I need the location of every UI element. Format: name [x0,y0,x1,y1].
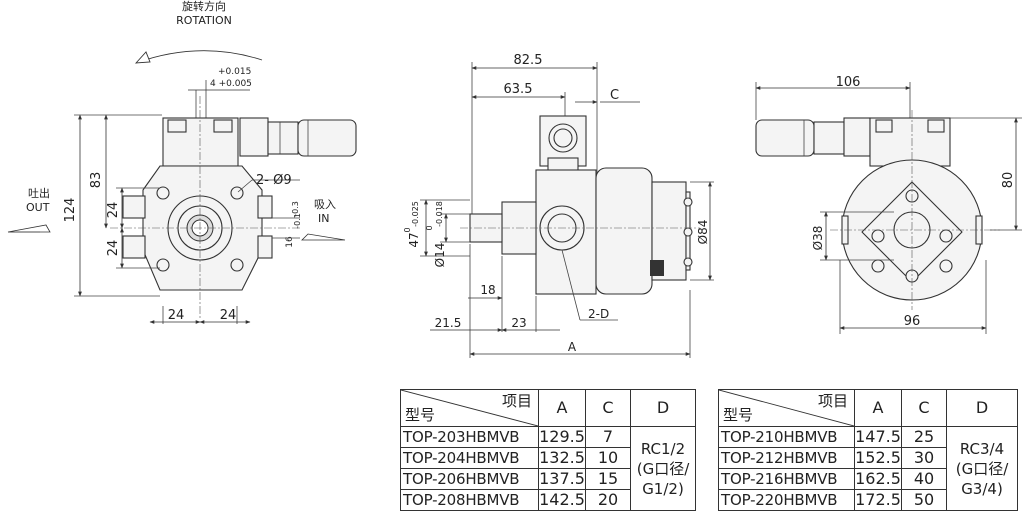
table-left-d-cell: RC1/2 (G口径/ G1/2) [630,426,696,511]
table-cell-c: 7 [585,426,631,448]
table-left-d-line1: RC1/2 [640,439,686,458]
table-row: TOP-210HBMVB 147.5 25 RC3/4 (G口径/ G3/4) [718,426,1018,511]
dim-16-tol-1: -0.1 [293,213,302,229]
dim-47: 47 [407,232,421,247]
table-left-d-line3: G1/2) [642,479,684,498]
table-left-header-item: 项目 [501,392,532,410]
rear-view: 106 80 Ø38 96 [755,75,1022,334]
dim-14-tol-lower: -0.018 [435,201,444,227]
table-right-col-a: A [854,389,902,427]
table-cell-c: 10 [585,447,631,469]
table-right-d-line1: RC3/4 [959,439,1005,458]
table-cell-a: 162.5 [854,468,902,490]
table-cell-model: TOP-220HBMVB [718,489,855,511]
dim-23: 23 [511,316,526,330]
table-row: TOP-212HBMVB 152.5 30 [718,447,1018,469]
table-cell-c: 50 [901,489,947,511]
table-cell-model: TOP-206HBMVB [400,468,539,490]
dim-d14: Ø14 [433,243,447,268]
table-left-header-model: 型号 [405,406,436,424]
model-table-right: 项目 型号 A C D TOP-210HBMVB 147.5 25 RC3/4 … [718,389,1018,511]
table-cell-a: 142.5 [538,489,586,511]
dim-d84: Ø84 [696,220,710,245]
dim-106: 106 [836,75,861,90]
dim-a: A [568,340,577,354]
table-cell-model: TOP-210HBMVB [718,426,855,448]
dim-82-5: 82.5 [514,53,543,68]
dim-124: 124 [63,198,78,223]
table-cell-model: TOP-216HBMVB [718,468,855,490]
out-cn-label: 吐出 [28,186,50,200]
dim-14-tol-upper: 0 [425,225,434,230]
table-right-header-cell: 项目 型号 [718,389,855,427]
rotation-en-label: ROTATION [176,14,232,27]
rotation-cn-label: 旋转方向 [182,0,226,13]
table-left-col-c: C [585,389,631,427]
shaft-tol-upper: +0.015 [218,67,251,77]
model-table-left: 项目 型号 A C D TOP-203HBMVB 129.5 7 RC1/2 (… [400,389,696,511]
table-cell-c: 30 [901,447,947,469]
table-cell-model: TOP-204HBMVB [400,447,539,469]
dim-2-d: 2-D [588,307,609,321]
dim-96: 96 [904,314,921,329]
table-cell-a: 129.5 [538,426,586,448]
out-arrow-icon [7,224,51,233]
dim-47-tol-upper: 0 [403,227,412,232]
dim-21-5: 21.5 [435,316,462,330]
table-left-header-cell: 项目 型号 [400,389,539,427]
table-cell-a: 137.5 [538,468,586,490]
table-row: TOP-203HBMVB 129.5 7 RC1/2 (G口径/ G1/2) [400,426,696,511]
table-right-d-line2: (G口径/ [955,459,1009,478]
table-left-col-d: D [630,389,696,427]
front-view: 旋转方向 ROTATION +0.015 4 +0.005 [7,0,357,324]
table-right-col-c: C [901,389,947,427]
table-row: TOP-208HBMVB 142.5 20 [400,489,696,511]
table-row: TOP-204HBMVB 132.5 10 [400,447,696,469]
dim-d38: Ø38 [811,226,825,251]
table-cell-c: 15 [585,468,631,490]
dim-80: 80 [1001,172,1016,189]
in-arrow-icon [301,233,346,241]
table-row: TOP-220HBMVB 172.5 50 [718,489,1018,511]
rotation-arrowhead-icon [134,51,151,64]
table-row: TOP-216HBMVB 162.5 40 [718,468,1018,490]
out-en-label: OUT [26,201,50,214]
dim-c: C [610,88,619,103]
shaft-tol-lower: 4 +0.005 [210,79,252,89]
table-cell-c: 25 [901,426,947,448]
dim-24-upper: 24 [106,202,121,219]
rotation-arrow-icon [135,50,263,64]
dim-47-tol-lower: -0.025 [411,201,420,227]
table-left-d-line2: (G口径/ [636,459,690,478]
dim-18: 18 [480,283,495,297]
table-cell-a: 152.5 [854,447,902,469]
holes-2-d9: 2- Ø9 [256,173,292,188]
table-right-d-cell: RC3/4 (G口径/ G3/4) [946,426,1018,511]
dim-24-right: 24 [220,308,237,323]
dim-83: 83 [89,172,104,189]
dim-16: 16 [285,236,295,248]
table-cell-model: TOP-203HBMVB [400,426,539,448]
in-cn-label: 吸入 [314,198,336,211]
table-cell-model: TOP-208HBMVB [400,489,539,511]
dim-16-tol-2: -0.3 [291,201,300,217]
table-cell-model: TOP-212HBMVB [718,447,855,469]
table-right-col-d: D [946,389,1018,427]
side-view: 82.5 63.5 C 47 0 -0.025 [403,53,714,358]
dim-24-lower: 24 [106,240,121,257]
dim-24-left: 24 [168,308,185,323]
table-right-header-model: 型号 [723,406,754,424]
table-cell-c: 40 [901,468,947,490]
table-cell-a: 172.5 [854,489,902,511]
table-cell-a: 132.5 [538,447,586,469]
table-right-header-item: 项目 [817,392,848,410]
table-right-d-line3: G3/4) [961,479,1003,498]
in-en-label: IN [318,212,329,225]
table-left-col-a: A [538,389,586,427]
table-cell-c: 20 [585,489,631,511]
table-cell-a: 147.5 [854,426,902,448]
dim-63-5: 63.5 [504,82,533,97]
